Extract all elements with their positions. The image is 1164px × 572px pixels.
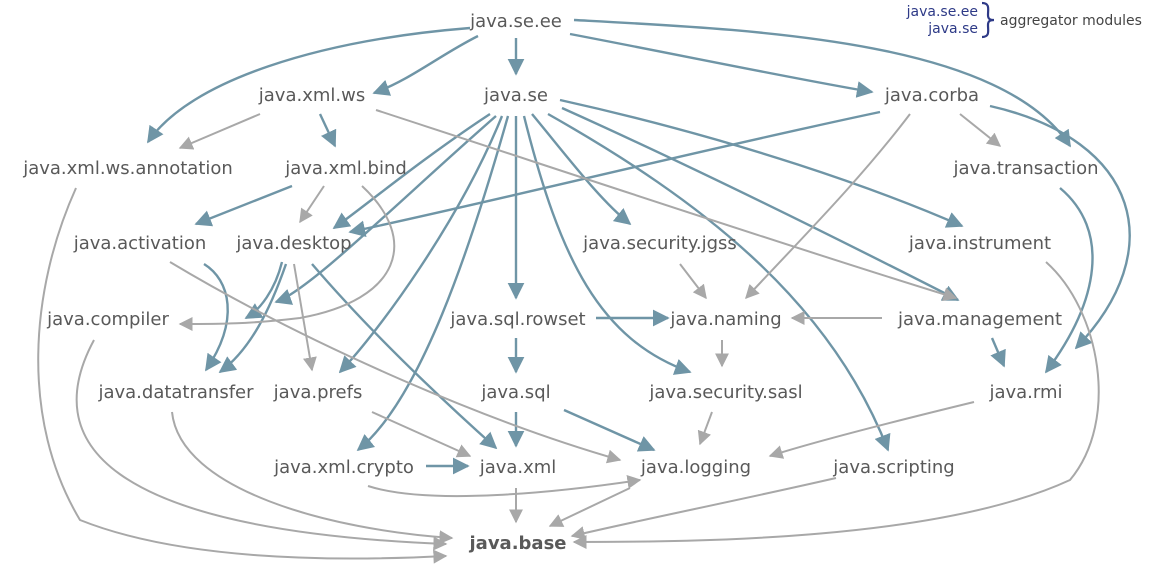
node-java-xml: java.xml	[479, 457, 557, 478]
edge-scripting-to-base	[570, 477, 837, 540]
edge-activation-to-datatransfer	[203, 262, 229, 372]
edge-corba-to-naming	[745, 113, 911, 300]
node-java-xml-ws: java.xml.ws	[258, 85, 365, 106]
edge-instrument-to-base	[572, 261, 1100, 549]
node-java-sql-rowset: java.sql.rowset	[449, 309, 585, 330]
legend-label: aggregator modules	[1000, 13, 1142, 29]
edge-se-to-scripting	[547, 112, 891, 452]
edge-logging-to-base	[548, 487, 631, 527]
node-java-se-ee: java.se.ee	[469, 11, 562, 32]
edge-management-to-rmi	[990, 337, 1006, 368]
edge-desktop-to-xml	[311, 263, 498, 450]
edge-se-ee-to-xml-ws-annotation	[147, 26, 471, 144]
edge-se-to-instrument	[559, 98, 964, 228]
edge-jgss-to-naming	[679, 263, 707, 300]
legend: java.se.ee java.se aggregator modules	[906, 1, 1142, 39]
edge-se-to-xml-crypto	[356, 115, 510, 452]
edge-corba-to-transaction	[959, 113, 1002, 147]
edge-se-to-desktop	[332, 112, 491, 229]
edge-transaction-to-rmi	[1044, 187, 1094, 374]
nodes: java.se.ee java.xml.ws java.se java.corb…	[22, 11, 1098, 554]
edge-se-to-security-jgss	[531, 113, 632, 226]
edge-se-ee-to-corba	[569, 32, 874, 98]
edge-desktop-to-datatransfer	[218, 263, 288, 373]
node-java-prefs: java.prefs	[273, 382, 363, 403]
edge-corba-to-desktop	[348, 110, 881, 238]
node-java-security-sasl: java.security.sasl	[648, 382, 802, 403]
node-java-xml-bind: java.xml.bind	[284, 158, 407, 179]
legend-item-java-se-ee: java.se.ee	[906, 4, 978, 20]
legend-item-java-se: java.se	[927, 21, 978, 37]
node-java-xml-crypto: java.xml.crypto	[273, 457, 414, 478]
edge-xml-ws-to-management	[375, 109, 958, 301]
node-java-naming: java.naming	[669, 309, 781, 330]
edge-activation-to-logging	[169, 261, 622, 464]
edge-se-to-prefs	[338, 115, 504, 374]
edge-se-to-security-sasl	[522, 115, 692, 375]
node-java-activation: java.activation	[73, 233, 207, 254]
edge-desktop-to-prefs	[293, 263, 317, 372]
node-java-compiler: java.compiler	[46, 309, 169, 330]
legend-brace-icon	[981, 1, 995, 39]
edge-rmi-to-logging	[768, 401, 975, 459]
node-java-scripting: java.scripting	[832, 457, 954, 478]
node-java-logging: java.logging	[640, 457, 751, 478]
edge-xml-crypto-to-logging	[367, 474, 642, 498]
edge-xml-ws-to-xml-ws-annotation	[178, 113, 261, 150]
node-java-xml-ws-annotation: java.xml.ws.annotation	[22, 158, 233, 179]
edge-se-ee-to-transaction	[573, 18, 1072, 148]
edge-se-ee-to-xml-ws	[372, 34, 479, 96]
node-java-sql: java.sql	[480, 382, 550, 403]
edge-sql-to-logging	[563, 408, 656, 452]
node-java-corba: java.corba	[884, 85, 979, 106]
edge-prefs-to-xml	[371, 411, 472, 458]
edge-compiler-to-base	[75, 339, 448, 551]
node-java-transaction: java.transaction	[952, 158, 1098, 179]
edge-xml-bind-to-compiler	[178, 185, 396, 331]
edge-xml-bind-to-desktop	[299, 185, 325, 224]
edge-xml-ws-to-xml-bind	[318, 113, 337, 148]
edge-desktop-to-compiler	[244, 261, 284, 320]
node-java-desktop: java.desktop	[235, 233, 351, 254]
node-java-datatransfer: java.datatransfer	[97, 382, 254, 403]
node-java-instrument: java.instrument	[908, 233, 1051, 254]
edge-xml-bind-to-activation	[194, 184, 293, 227]
edge-corba-to-rmi	[989, 104, 1131, 350]
node-java-rmi: java.rmi	[988, 382, 1062, 403]
edge-datatransfer-to-base	[171, 411, 454, 545]
node-java-se: java.se	[483, 85, 548, 106]
node-java-management: java.management	[897, 309, 1062, 330]
edge-xml-ws-annotation-to-base	[37, 187, 448, 564]
edge-se-to-management	[561, 106, 960, 302]
gray-edges	[37, 109, 1100, 564]
node-java-security-jgss: java.security.jgss	[582, 233, 737, 254]
node-java-base: java.base	[469, 533, 567, 554]
edge-sasl-to-logging	[697, 411, 713, 446]
